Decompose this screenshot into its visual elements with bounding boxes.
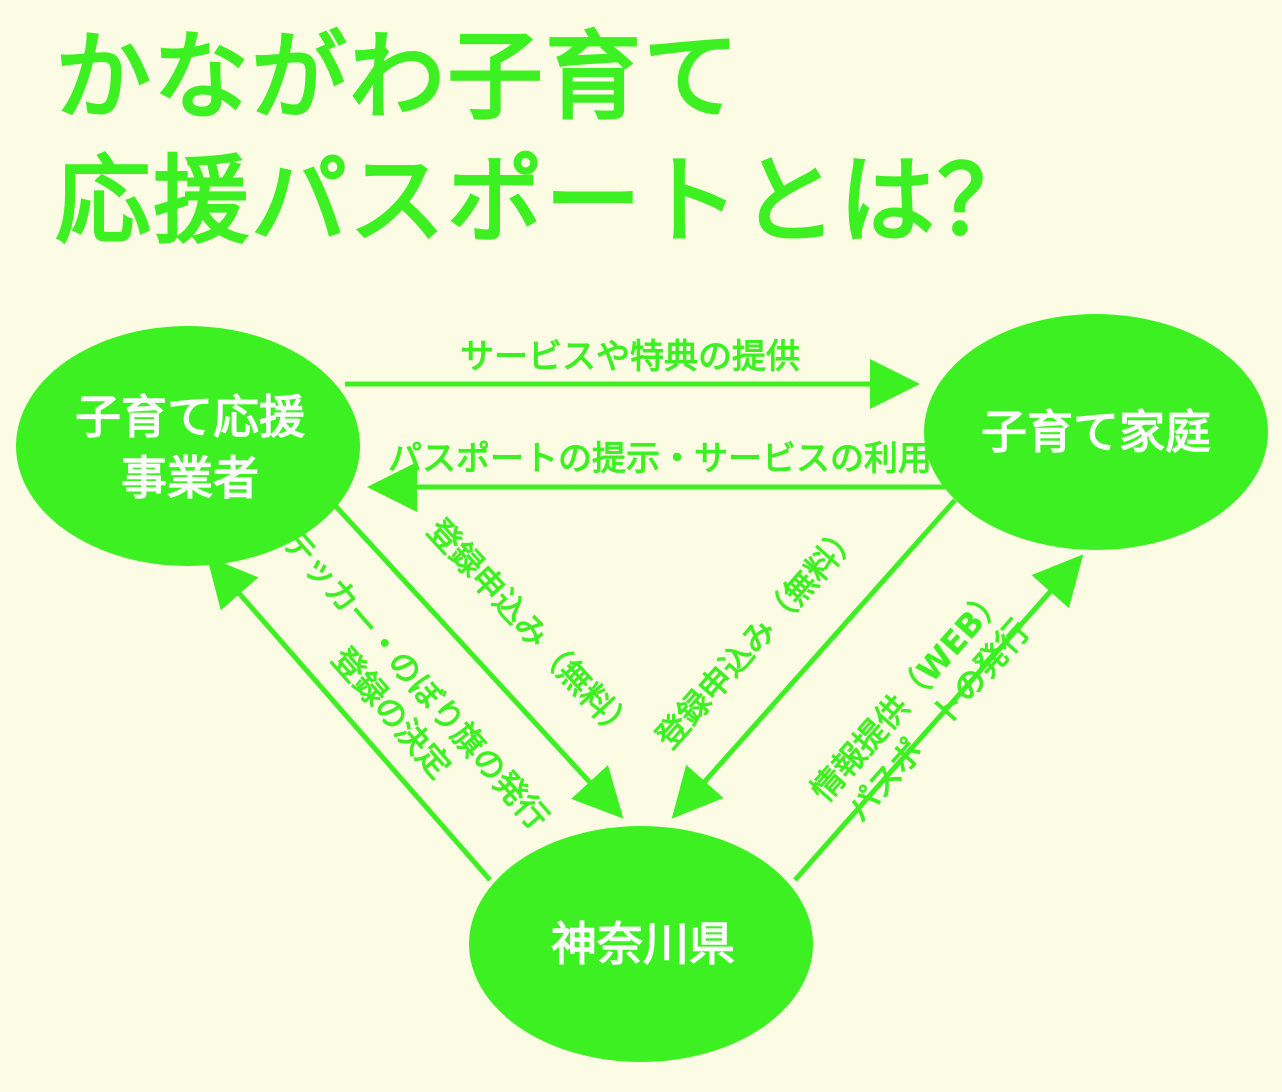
- arrow-family-to-prefecture: [671, 498, 957, 819]
- node-family: [924, 314, 1268, 550]
- node-business-line2: 事業者: [121, 451, 259, 505]
- node-prefecture-label: 神奈川県: [551, 917, 735, 971]
- label-service-provision: サービスや特典の提供: [460, 337, 800, 377]
- node-family-label: 子育て家庭: [981, 405, 1211, 459]
- node-prefecture: [469, 826, 813, 1062]
- arrow-business-to-prefecture: [328, 498, 624, 819]
- arrow-prefecture-to-family: [793, 554, 1084, 882]
- arrow-prefecture-to-business: [206, 556, 492, 882]
- title-line-1: かながわ子育て: [55, 21, 741, 133]
- node-business: [16, 326, 360, 566]
- title-line-2: 応援パスポートとは？: [55, 145, 1035, 257]
- node-business-line1: 子育て応援: [75, 390, 306, 444]
- label-passport-use: パスポートの提示・サービスの利用: [388, 439, 932, 479]
